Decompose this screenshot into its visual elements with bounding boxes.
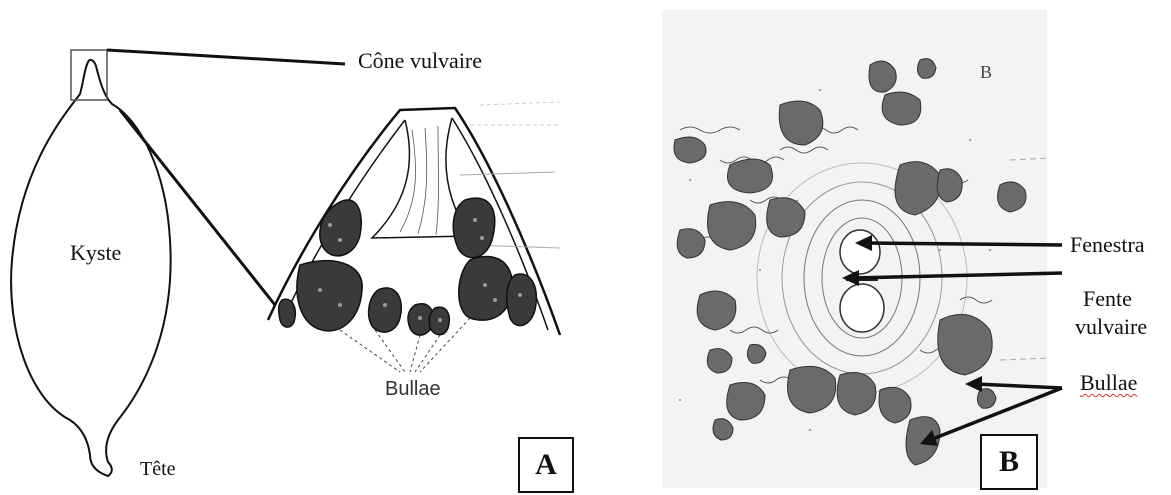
fenestra-label: Fenestra xyxy=(1070,232,1145,258)
projection-line xyxy=(120,110,275,305)
bullae-label-a: Bullae xyxy=(385,378,441,401)
fenestra-upper xyxy=(840,230,880,274)
panel-b: B Fenestra Fente vulvaire Bullae B xyxy=(580,0,1171,495)
bullae-leader-lines xyxy=(340,318,470,372)
cone-vulvaire-label: Cône vulvaire xyxy=(358,48,482,74)
cyst-outline xyxy=(11,60,171,476)
panel-letter-a: A xyxy=(518,437,574,493)
panel-a: Cône vulvaire Kyste Tête Bullae A xyxy=(0,0,580,495)
bullae-label-b: Bullae xyxy=(1080,370,1137,396)
cone-leader-line xyxy=(107,50,345,64)
tete-label: Tête xyxy=(140,458,176,481)
fente-vulvaire-label-line2: vulvaire xyxy=(1075,314,1147,340)
fente-vulvaire-label-line1: Fente xyxy=(1083,286,1132,312)
fenestra-lower xyxy=(840,284,884,332)
corner-letter-b: B xyxy=(980,62,992,83)
panel-letter-b: B xyxy=(980,434,1038,490)
zoom-box xyxy=(71,50,107,100)
kyste-label: Kyste xyxy=(70,240,121,266)
bullae-blobs xyxy=(279,198,537,335)
